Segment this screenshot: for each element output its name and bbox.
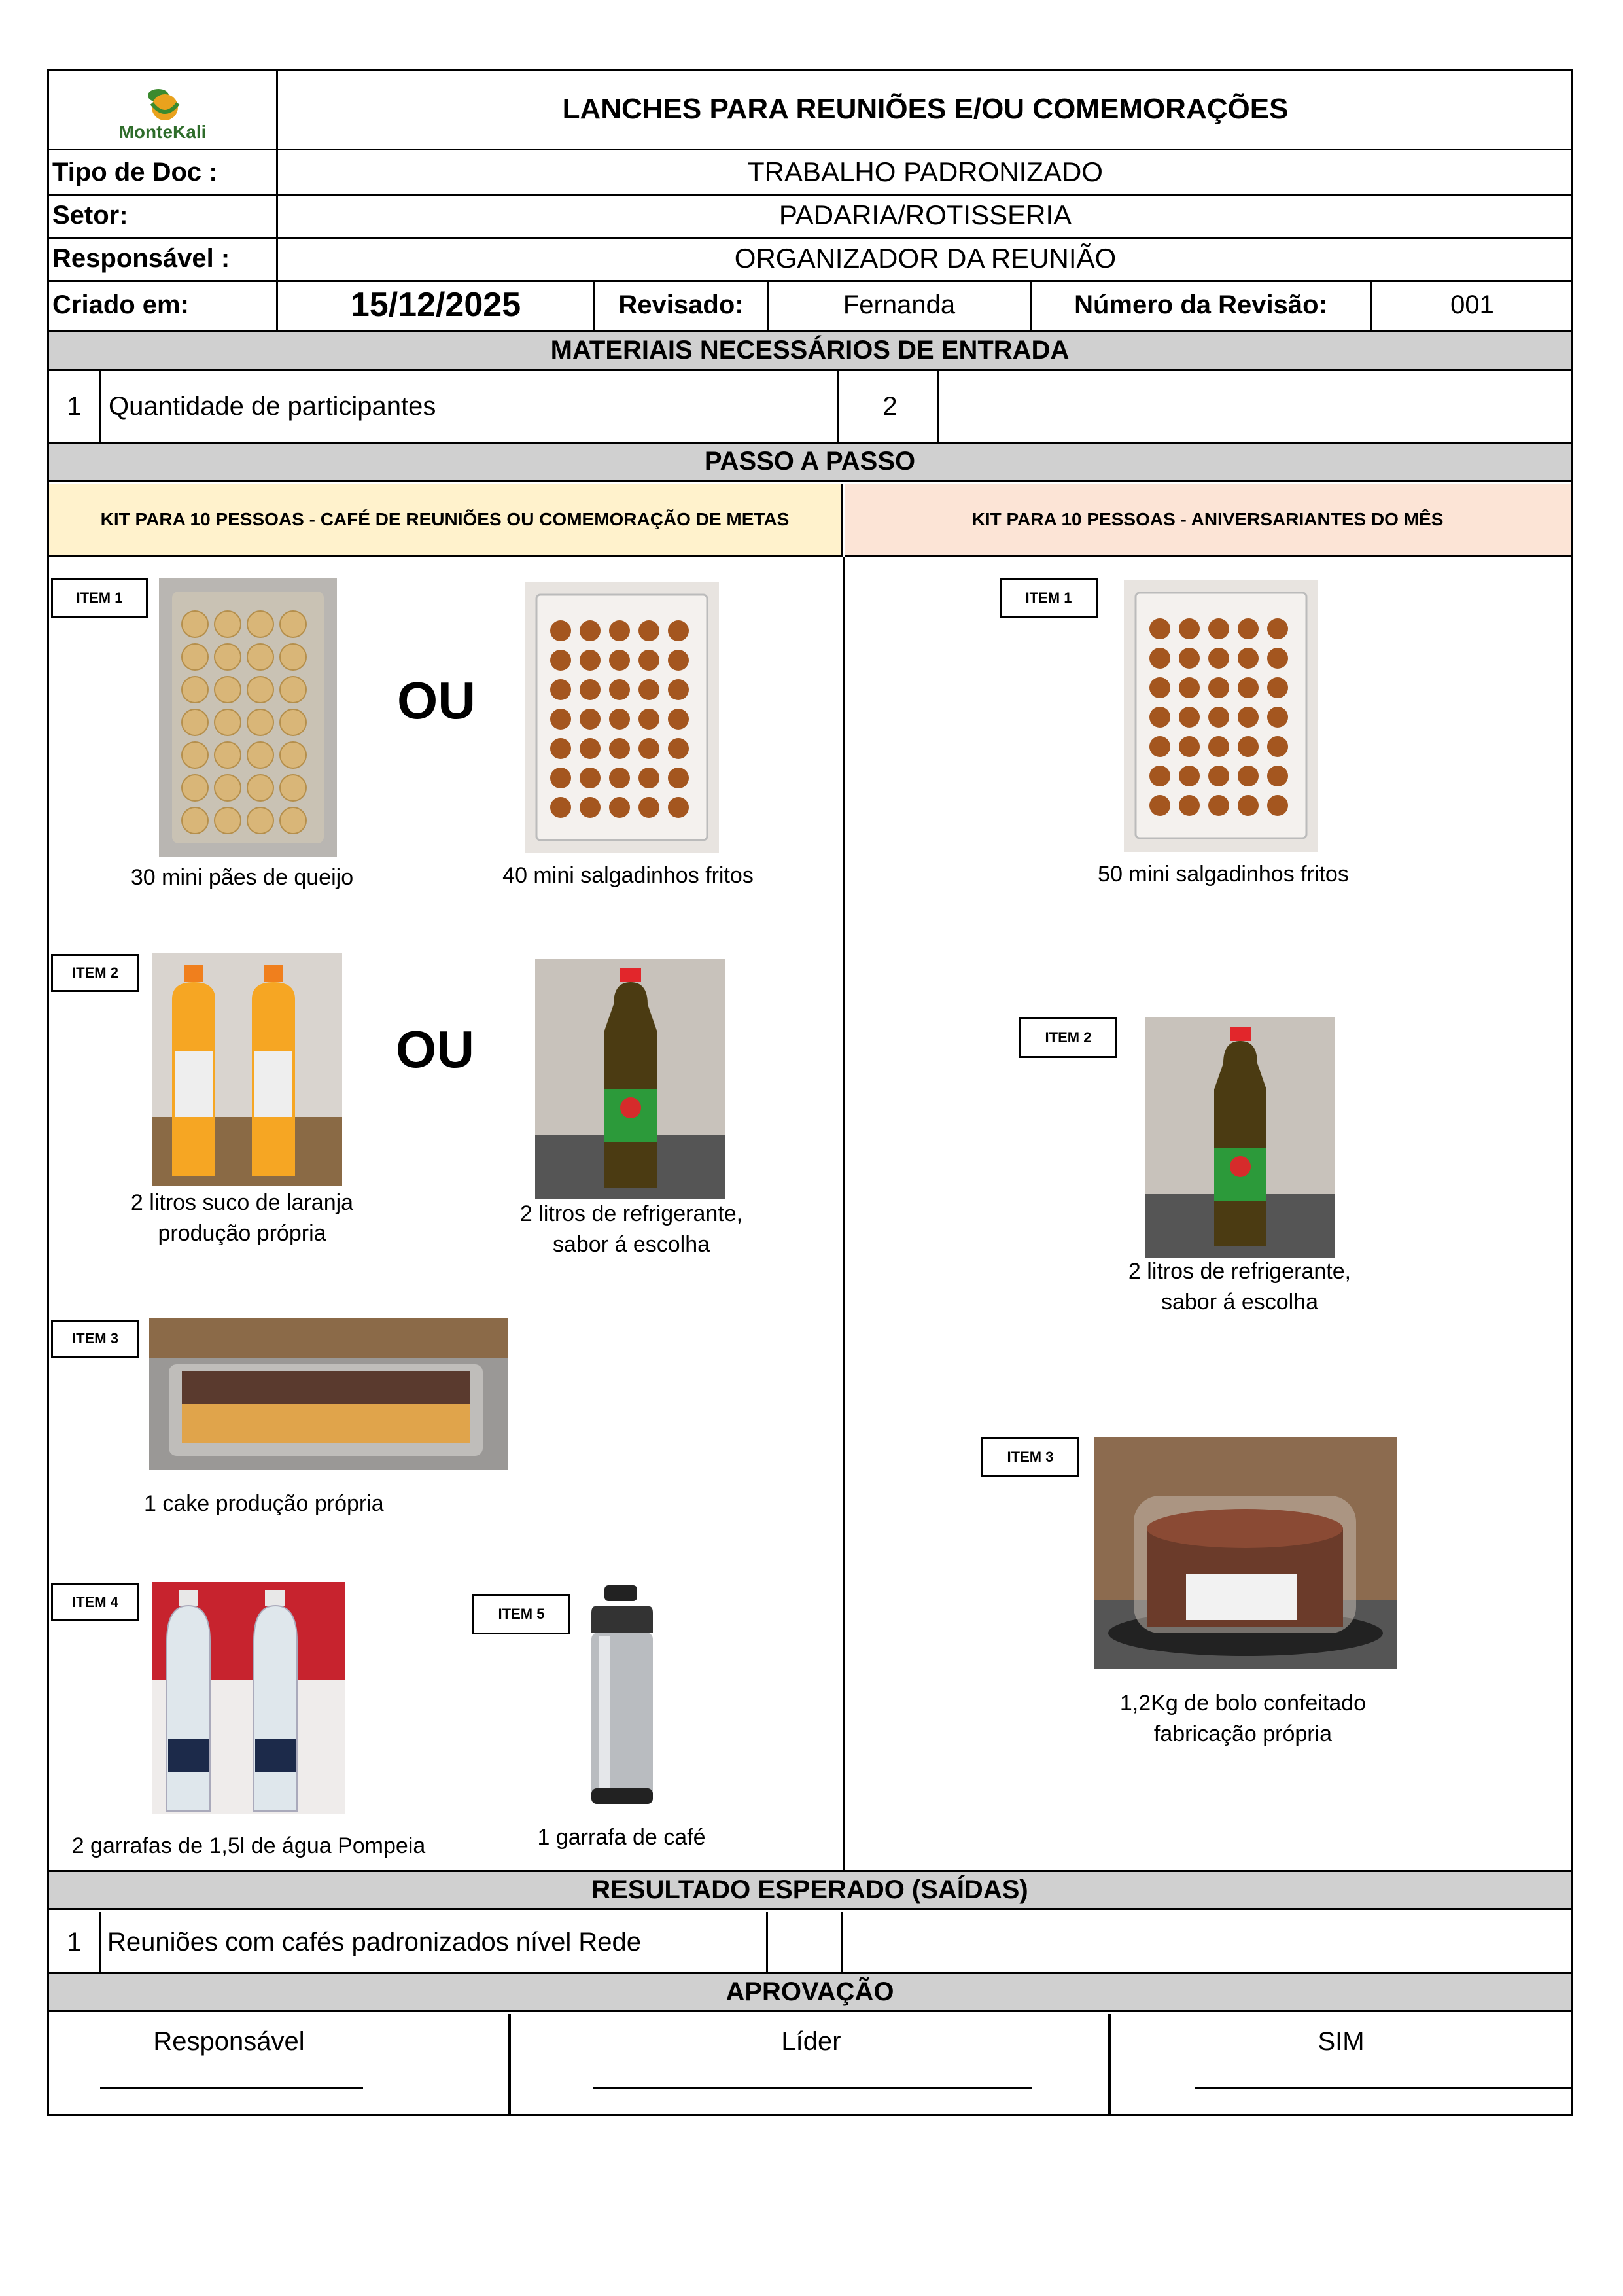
caption-salgadinhos: 40 mini salgadinhos fritos [502, 863, 754, 888]
resultado-heading: RESULTADO ESPERADO (SAÍDAS) [49, 1872, 1571, 1910]
montekali-logo-icon [148, 89, 180, 120]
column-divider [508, 2014, 511, 2114]
doc-title: LANCHES PARA REUNIÕES E/OU COMEMORAÇÕES [278, 69, 1573, 150]
setor-value: PADARIA/ROTISSERIA [778, 200, 1072, 230]
resultado-row-text: Reuniões com cafés padronizados nível Re… [103, 1912, 768, 1972]
numero-label: Número da Revisão: [1032, 280, 1372, 330]
salgadinhos-photo [525, 582, 719, 853]
signature-line [593, 2087, 1032, 2089]
pao-queijo-photo [159, 578, 337, 857]
materiais-heading: MATERIAIS NECESSÁRIOS DE ENTRADA [49, 332, 1571, 371]
numero-value: 001 [1450, 290, 1494, 319]
caption-bolo-2: fabricação própria [1153, 1722, 1333, 1746]
criado-value: 15/12/2025 [278, 280, 595, 330]
right-item3-label: ITEM 3 [981, 1437, 1079, 1477]
aprovacao-sim: SIM [1318, 2026, 1365, 2056]
column-divider [1108, 2014, 1111, 2114]
caption-cake: 1 cake produção própria [144, 1491, 384, 1516]
passo-heading: PASSO A PASSO [49, 444, 1571, 482]
caption-suco-2: produção própria [158, 1221, 326, 1246]
caption-salgadinhos-50: 50 mini salgadinhos fritos [1098, 862, 1349, 887]
resultado-cell [768, 1912, 843, 1972]
materiais-row-num: 1 [49, 371, 101, 442]
logo-text: MonteKali [118, 122, 207, 142]
row-divider [47, 1972, 1573, 1974]
resp-value: ORGANIZADOR DA REUNIÃO [734, 243, 1117, 274]
resultado-row-num: 1 [49, 1912, 101, 1972]
setor-label: Setor: [52, 194, 278, 237]
refrigerante-photo [535, 959, 725, 1199]
row-divider [47, 330, 1573, 332]
left-item2-label: ITEM 2 [51, 954, 139, 992]
caption-suco-1: 2 litros suco de laranja [130, 1190, 354, 1215]
right-kit-header: KIT PARA 10 PESSOAS - ANIVERSARIANTES DO… [845, 484, 1571, 557]
document-frame [47, 69, 1573, 2116]
ou-label: OU [396, 1020, 474, 1078]
signature-line [1195, 2087, 1573, 2089]
column-divider [843, 557, 845, 1870]
caption-refri-right-2: sabor á escolha [1161, 1290, 1319, 1315]
salgadinhos-50-photo [1124, 580, 1318, 852]
tipo-label: Tipo de Doc : [52, 150, 278, 194]
agua-photo [152, 1582, 345, 1814]
materiais-row-text: Quantidade de participantes [103, 371, 839, 442]
caption-agua: 2 garrafas de 1,5l de água Pompeia [71, 1833, 426, 1858]
cake-photo [149, 1318, 508, 1470]
caption-refri-1: 2 litros de refrigerante, [519, 1201, 743, 1226]
left-item4-label: ITEM 4 [51, 1583, 139, 1621]
resp-label: Responsável : [52, 237, 278, 280]
criado-label: Criado em: [52, 280, 278, 330]
bolo-photo [1094, 1437, 1397, 1669]
tipo-value: TRABALHO PADRONIZADO [748, 156, 1103, 187]
row-divider [47, 280, 1573, 282]
refrigerante-right-photo [1145, 1017, 1335, 1258]
right-item2-label: ITEM 2 [1019, 1017, 1117, 1058]
row-divider [47, 237, 1573, 239]
caption-refri-2: sabor á escolha [552, 1232, 710, 1257]
aprovacao-heading: APROVAÇÃO [49, 1974, 1571, 2012]
left-item5-label: ITEM 5 [472, 1594, 570, 1634]
caption-pao-queijo: 30 mini pães de queijo [130, 865, 354, 890]
ou-label: OU [397, 671, 476, 730]
revisado-value: Fernanda [769, 280, 1032, 330]
caption-garrafa-cafe: 1 garrafa de café [537, 1825, 706, 1850]
aprovacao-responsavel: Responsável [153, 2026, 305, 2056]
suco-photo [152, 953, 342, 1186]
row-divider [47, 442, 1573, 444]
left-item1-label: ITEM 1 [51, 578, 148, 618]
aprovacao-lider: Líder [781, 2026, 841, 2056]
right-item1-label: ITEM 1 [1000, 578, 1098, 618]
materiais-row-value: 2 [843, 371, 939, 442]
left-item3-label: ITEM 3 [51, 1320, 139, 1358]
logo-cell: MonteKali [47, 69, 278, 150]
row-divider [47, 1870, 1573, 1872]
signature-line [100, 2087, 363, 2089]
revisado-label: Revisado: [595, 280, 769, 330]
row-divider [47, 194, 1573, 196]
caption-bolo-1: 1,2Kg de bolo confeitado [1119, 1691, 1367, 1716]
garrafa-cafe-photo [573, 1580, 670, 1810]
caption-refri-right-1: 2 litros de refrigerante, [1128, 1259, 1352, 1284]
left-kit-header: KIT PARA 10 PESSOAS - CAFÉ DE REUNIÕES O… [49, 484, 843, 557]
